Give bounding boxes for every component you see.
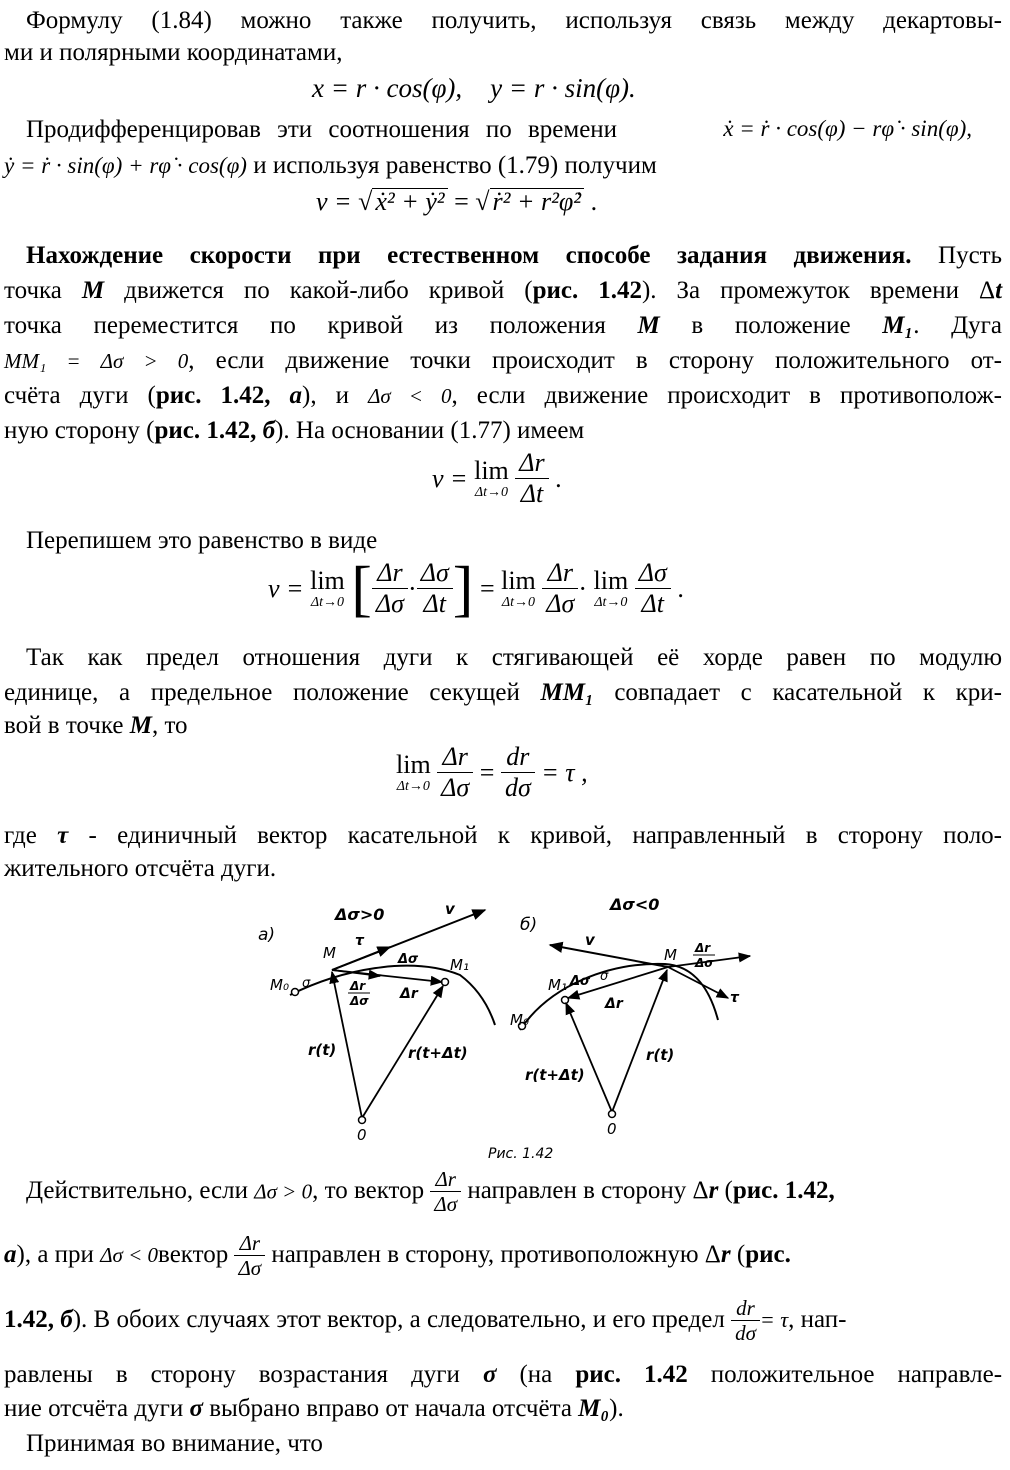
text-line: точка переместится по кривой из положени…: [4, 312, 1003, 339]
text-line: Так как предел отношения дуги к стягиваю…: [26, 644, 1002, 671]
fig-point-m0-a: [290, 987, 300, 997]
fig-cond-b: Δσ<0: [608, 895, 659, 914]
text-line: Действительно, если Δσ > 0, то вектор Δr…: [26, 1167, 835, 1217]
fig-vector-drfrac-a: [331, 969, 382, 980]
text-line: точка M движется по какой-либо кривой (р…: [4, 277, 1003, 304]
text-line: вой в точке M, то: [4, 712, 188, 739]
fig-label-dr-b: Δr: [604, 996, 624, 1012]
fig-label-tau-a: τ: [355, 933, 365, 949]
fig-vector-tau-b: [667, 966, 730, 999]
text-line: 1.42, б). В обоих случаях этот вектор, а…: [4, 1296, 847, 1346]
fig-label-m0-a: M₀: [270, 976, 289, 994]
fig-curve-a: [289, 964, 496, 1026]
fig-origin-b: [607, 1109, 617, 1119]
text-line: где τ - единичный вектор касательной к к…: [4, 822, 1003, 849]
text-line: счёта дуги (рис. 1.42, а), и Δσ < 0, есл…: [4, 382, 1002, 409]
text-line: Перепишем это равенство в виде: [26, 527, 378, 554]
fig-label-m-a: M: [323, 944, 336, 962]
text-line: ную сторону (рис. 1.42, б). На основании…: [4, 417, 585, 444]
figure-1-42: а) Δσ>0 M₀ σ M M₁ v τ Δσ Δr Δσ Δr 0 r(t)…: [258, 895, 752, 1162]
text-line: ние отсчёта дуги σ выбрано вправо от нач…: [4, 1395, 624, 1422]
text-line: Формулу (1.84) можно также получить, исп…: [26, 7, 1002, 34]
fig-label-rtdt-b: r(t+Δt): [525, 1066, 585, 1084]
text-line: равлены в сторону возрастания дуги σ (на…: [4, 1361, 1003, 1388]
text-line: ми и полярными координатами,: [4, 39, 343, 66]
text-line: Принимая во внимание, что: [26, 1430, 323, 1457]
fig-point-m1-a: [440, 977, 450, 987]
fig-vector-drfrac-b: [667, 952, 752, 968]
fig-label-m-b: M: [664, 946, 677, 964]
fig-label-m1-a: M₁: [450, 956, 469, 974]
fig-label-tau-b: τ: [730, 990, 740, 1006]
fig-label-m0-b: M₀: [510, 1011, 529, 1029]
text-line: MM₁ = Δσ > 0, если движение точки происх…: [4, 347, 1003, 374]
figure-caption: Рис. 1.42: [488, 1146, 553, 1162]
fig-vector-dr-b: [566, 966, 669, 1000]
text-line: жительного отсчёта дуги.: [4, 855, 277, 882]
fig-label-drfrac-den-b: Δσ: [694, 956, 714, 970]
fig-label-o-b: 0: [607, 1120, 617, 1138]
fig-label-o-a: 0: [357, 1126, 367, 1144]
fig-vector-v-b: [548, 941, 669, 968]
fig-label-b: б): [520, 915, 537, 935]
text-line: Продифференцировав эти соотношения по вр…: [26, 116, 972, 143]
fig-label-rt-b: r(t): [646, 1046, 674, 1064]
fig-label-m1-b: M₁: [548, 976, 567, 994]
equation-v-sqrt: v = √ẋ² + ẏ² = √ṙ² + r²φ̇² .: [316, 187, 598, 216]
fig-label-dr-a: Δr: [399, 986, 419, 1002]
fig-vector-rtdt-b: [565, 1001, 613, 1113]
fig-cond-a: Δσ>0: [333, 905, 384, 924]
fig-vector-rt-b: [611, 968, 668, 1113]
fig-label-dsigma-b: Δσ: [569, 974, 591, 989]
fig-vector-rt-a: [329, 970, 363, 1119]
fig-vector-rtdt-a: [361, 984, 444, 1119]
fig-label-sigma-b: σ: [600, 969, 609, 984]
fig-point-m1-b: [560, 995, 570, 1005]
fig-label-drfrac-num-b: Δr: [694, 941, 711, 955]
fig-label-sigma-a: σ: [302, 976, 311, 991]
fig-label-dsigma-a: Δσ: [397, 952, 419, 967]
fig-label-v-b: v: [585, 931, 596, 949]
fig-label-drfrac-num-a: Δr: [349, 979, 366, 993]
fig-label-rt-a: r(t): [308, 1041, 336, 1059]
text-line: единице, а предельное положение секущей …: [4, 679, 1002, 706]
fig-label-drfrac-den-a: Δσ: [349, 994, 369, 1008]
text-line: ẏ = ṙ · sin(φ) + rφ̇ · cos(φ) и использу…: [4, 152, 657, 179]
equation-polar: x = r · cos(φ),y = r · sin(φ).: [312, 73, 636, 103]
fig-point-m0-b: [517, 1021, 527, 1031]
fig-label-v-a: v: [445, 900, 456, 918]
fig-vector-tau-a: [331, 946, 392, 971]
fig-origin-a: [357, 1115, 367, 1125]
fig-label-a: а): [258, 925, 275, 945]
text-line: Нахождение скорости при естественном спо…: [26, 242, 1002, 269]
fig-label-rtdt-a: r(t+Δt): [408, 1044, 468, 1062]
